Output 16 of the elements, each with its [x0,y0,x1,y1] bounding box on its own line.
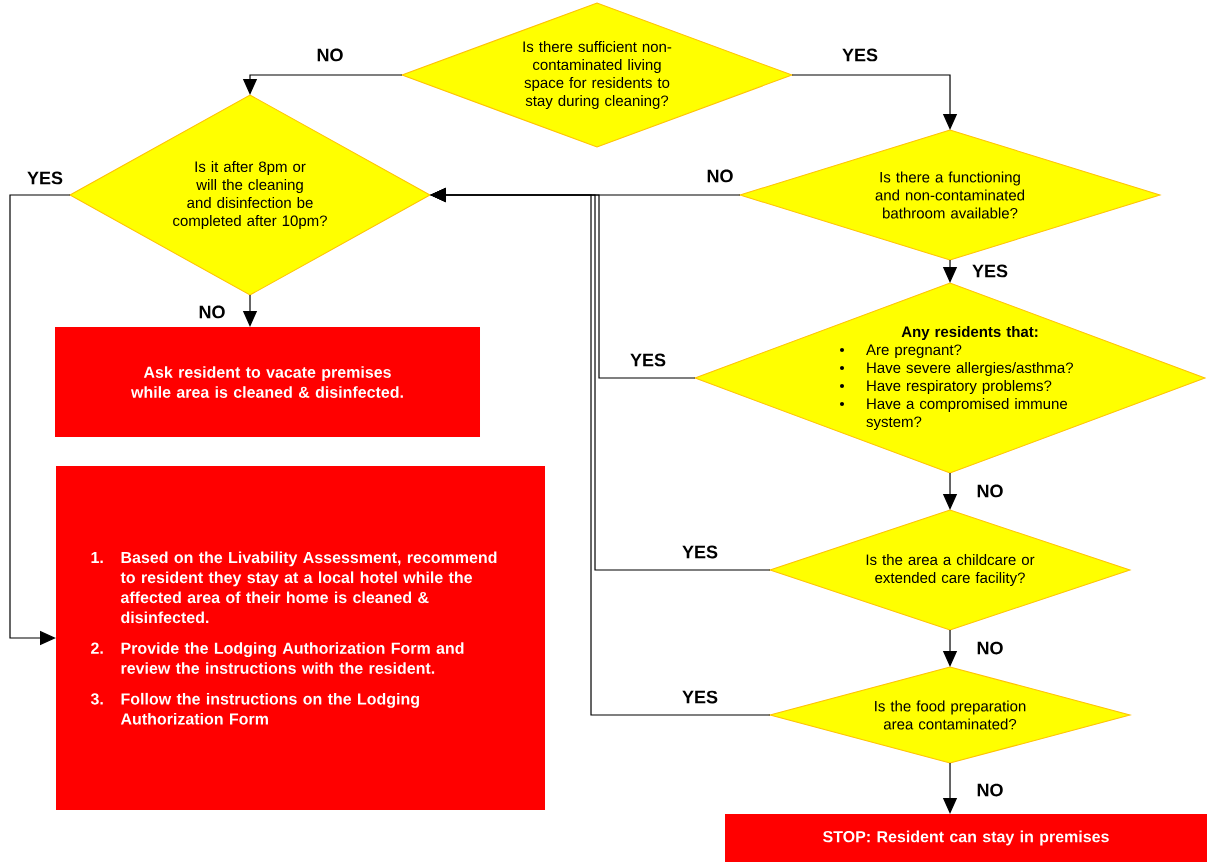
edge-label: YES [681,689,719,705]
edge-label: NO [975,640,1005,656]
action-box: STOP: Resident can stay in premises [725,814,1207,862]
action-box: Ask resident to vacate premises while area is cleaned & disinfected. [55,327,480,437]
edge-label: NO [315,47,345,63]
edge-label: YES [841,47,879,63]
edge-label: NO [975,782,1005,798]
edge-label: YES [629,352,667,368]
edge-label: YES [681,544,719,560]
instruction-box: 1. Based on the Livability Assessment, recommend to resident they stay at a local hotel while the affected area of their home is cleaned & disinfected. 2. Provide the Lodging Authorization Form and review the instructions with the resident. 3. Follow the instructions on the Lodging Authorization Form [56,466,545,810]
edge-label: YES [26,170,64,186]
edge-label: NO [975,483,1005,499]
arrow [791,74,958,130]
edge-label: YES [971,263,1009,279]
edge-label: NO [705,168,735,184]
edge-label: NO [197,304,227,320]
